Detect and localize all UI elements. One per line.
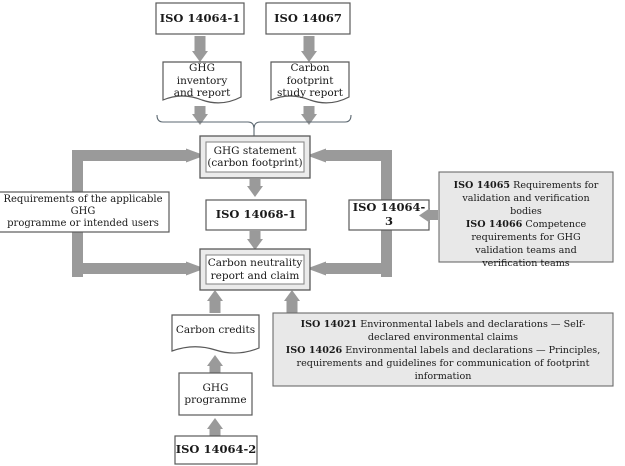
arrow-iso14064-1-to-inventory <box>192 36 208 62</box>
ghg-inventory-line2: and report <box>173 87 231 100</box>
arrow-credits-up <box>207 290 223 313</box>
carbon-footprint-doc <box>270 61 350 104</box>
carbon-footprint-line1: Carbon footprint <box>286 62 334 87</box>
ghg-statement-line2: (carbon footprint) <box>207 157 303 169</box>
bottom-panel-entry-1-text: Environmental labels and declarations — … <box>357 319 586 343</box>
arrow-bottom-panel-up <box>284 290 300 313</box>
arrow-programme-to-credits <box>207 355 223 375</box>
iso-14067-box <box>265 2 351 35</box>
right-panel-entry-2: ISO 14066 Competence requirements for GH… <box>447 219 605 271</box>
carbon-credits-label: Carbon credits <box>175 323 256 336</box>
carbon-footprint-study-label: Carbon footprint study report <box>271 62 349 100</box>
bottom-panel-entry-2-code: ISO 14026 <box>285 344 343 356</box>
carbon-neutrality-label: Carbon neutrality report and claim <box>206 255 304 284</box>
carbon-neutrality-box <box>199 248 311 291</box>
ghg-statement-box <box>199 135 311 179</box>
bottom-panel-text: ISO 14021 Environmental labels and decla… <box>280 319 606 382</box>
right-panel-entry-1-code: ISO 14065 <box>453 180 511 191</box>
requirements-line2: programme or intended users <box>7 217 159 229</box>
carbon-footprint-line2: study report <box>277 87 343 100</box>
iso-14068-1-box <box>205 199 307 231</box>
ghg-programme-label: GHG programme <box>179 373 252 415</box>
iso-14064-2-label: ISO 14064-2 <box>175 442 257 457</box>
ghg-statement-line1: GHG statement <box>213 144 297 157</box>
bottom-panel-entry-1: ISO 14021 Environmental labels and decla… <box>280 319 606 345</box>
ghg-inventory-label: GHG inventory and report <box>163 62 241 100</box>
right-panel-entry-1: ISO 14065 Requirements for validation an… <box>447 180 605 219</box>
right-info-panel <box>438 171 614 263</box>
bottom-info-panel <box>272 312 614 387</box>
ghg-statement-label: GHG statement (carbon footprint) <box>206 142 304 172</box>
arrow-inventory-down <box>192 106 208 125</box>
iso-14064-1-label: ISO 14064-1 <box>159 10 241 25</box>
bottom-panel-entry-2: ISO 14026 Environmental labels and decla… <box>280 345 606 384</box>
carbon-credits-doc <box>171 314 260 354</box>
right-panel-entry-2-code: ISO 14066 <box>465 218 523 230</box>
ghg-inventory-line1: GHG inventory <box>176 62 228 87</box>
arrow-14064-2-to-programme <box>207 418 223 437</box>
iso-14067-label: ISO 14067 <box>274 10 342 25</box>
right-panel-entry-1-text: Requirements for validation and verifica… <box>462 180 599 217</box>
requirements-box <box>0 191 170 233</box>
arrow-panel-to-14064-3 <box>419 208 438 223</box>
ghg-programme-line2: programme <box>184 394 247 406</box>
requirements-label: Requirements of the applicable GHG progr… <box>0 192 169 232</box>
iso-14064-2-box <box>174 435 258 465</box>
right-panel-entry-2-text: Competence requirements for GHG validati… <box>471 218 587 269</box>
arrow-iso14067-to-footprint <box>301 36 317 62</box>
bottom-panel-entry-2-text: Environmental labels and declarations — … <box>296 344 601 382</box>
arrow-statement-to-14068 <box>247 179 263 197</box>
iso-14064-1-box <box>155 2 245 35</box>
ghg-programme-box <box>178 372 253 416</box>
ghg-inventory-doc <box>162 61 242 104</box>
arrow-footprint-down <box>301 106 317 125</box>
right-panel-text: ISO 14065 Requirements for validation an… <box>447 180 605 269</box>
arrow-14068-to-neutrality <box>247 231 263 250</box>
merge-bracket <box>156 114 352 137</box>
carbon-neutrality-line2: report and claim <box>210 269 300 282</box>
iso-14068-1-label: ISO 14068-1 <box>215 207 297 222</box>
iso-14064-3-box <box>348 199 430 231</box>
carbon-neutrality-line1: Carbon neutrality <box>207 257 303 270</box>
ghg-programme-line1: GHG <box>202 381 229 394</box>
bottom-panel-entry-1-code: ISO 14021 <box>300 319 358 330</box>
iso-14064-3-label: ISO 14064-3 <box>352 200 426 228</box>
requirements-line1: Requirements of the applicable GHG <box>3 194 163 218</box>
